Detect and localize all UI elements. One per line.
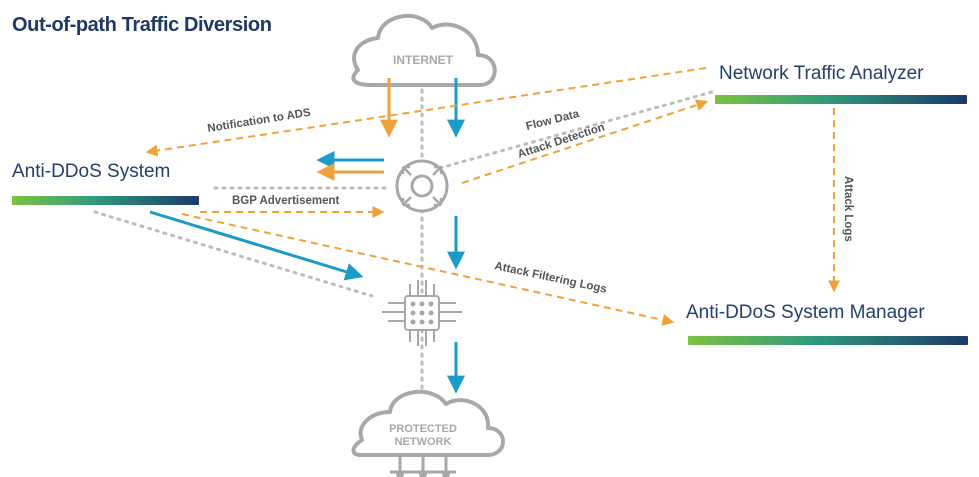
anti-ddos-system-manager-label: Anti-DDoS System Manager [686, 302, 925, 323]
anti-ddos-system-bar [12, 196, 199, 205]
internet-label: INTERNET [393, 53, 454, 67]
page-title: Out-of-path Traffic Diversion [12, 14, 272, 36]
label-bgp-advertisement: BGP Advertisement [232, 195, 340, 207]
dotted-ads-to-switch [93, 210, 374, 298]
arrow-attack-detection [461, 99, 709, 184]
label-notification-to-ads: Notification to ADS [207, 107, 312, 135]
arrow-ads-to-switch-blue [149, 210, 364, 281]
orange-traffic-arrows [316, 78, 398, 181]
network-traffic-analyzer-label: Network Traffic Analyzer [719, 63, 924, 84]
network-traffic-analyzer-bar [715, 95, 967, 104]
dashed-message-arrows [145, 67, 840, 326]
protected-network-label-line2: NETWORK [395, 436, 452, 448]
arrow-notification-to-ads [145, 67, 707, 157]
router-icon [395, 159, 449, 213]
label-flow-data: Flow Data [525, 108, 581, 133]
switch-chip-icon [382, 280, 462, 346]
cloud-icon: INTERNET [351, 13, 497, 87]
anti-ddos-system-label: Anti-DDoS System [12, 161, 171, 182]
label-attack-filtering-logs: Attack Filtering Logs [493, 260, 607, 296]
dotted-router-to-nta [438, 90, 714, 170]
protected-network-label-line1: PROTECTED [389, 423, 457, 435]
blue-traffic-arrows [149, 78, 465, 394]
anti-ddos-system-manager-bar [688, 336, 968, 345]
network-ports [390, 455, 456, 477]
label-attack-logs: Attack Logs [842, 176, 854, 242]
cloud-network-icon: PROTECTED NETWORK [351, 389, 505, 477]
dotted-links [93, 88, 714, 397]
